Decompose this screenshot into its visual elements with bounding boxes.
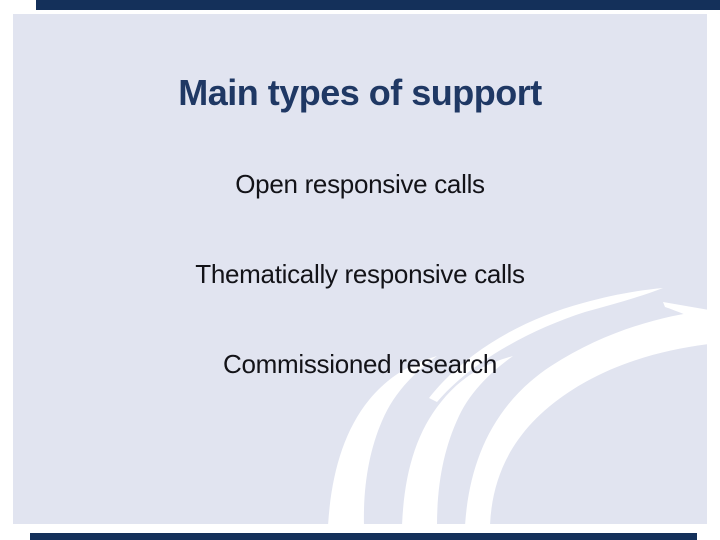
swoosh-sliver [663,302,707,324]
swoosh-band-left [328,356,437,524]
slide-canvas: Main types of support Open responsive ca… [13,14,707,524]
top-edge-bar [36,0,720,10]
bottom-edge-bar [30,533,697,540]
swoosh-arc-large [465,310,707,524]
slide-text-commissioned-research: Commissioned research [222,349,498,379]
slide-title: Main types of support [178,72,542,113]
slide-text-open-responsive-calls: Open responsive calls [235,169,485,199]
swoosh-band-middle [402,356,513,524]
swoosh-graphic [328,288,707,524]
slide-text-thematically-responsive-calls: Thematically responsive calls [195,259,525,289]
